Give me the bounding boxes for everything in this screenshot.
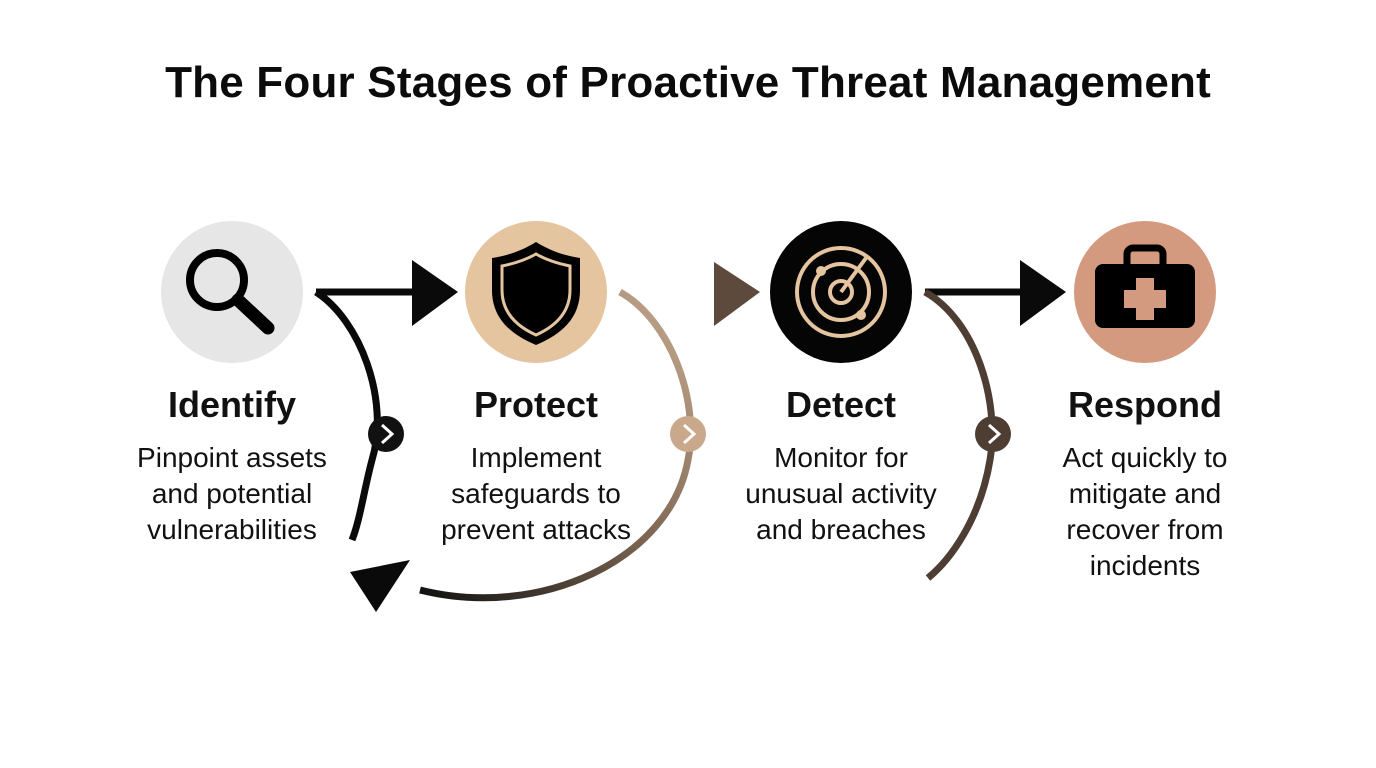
magnifying-glass-icon bbox=[186, 249, 275, 335]
stage-description: Pinpoint assets and potential vulnerabil… bbox=[137, 442, 327, 545]
page-title: The Four Stages of Proactive Threat Mana… bbox=[165, 58, 1211, 107]
arrow-detect-to-respond bbox=[923, 260, 1066, 581]
chevron-right-icon bbox=[975, 416, 1011, 452]
stage-name: Protect bbox=[473, 384, 599, 425]
stage-protect: Protect Implement safeguards to prevent … bbox=[406, 384, 666, 548]
protect-icon-circle bbox=[465, 221, 607, 363]
arrow-protect-to-detect bbox=[350, 262, 760, 612]
radar-icon bbox=[795, 246, 887, 338]
chevron-right-icon bbox=[670, 416, 706, 452]
stage-name: Detect bbox=[785, 384, 897, 425]
stage-detect: Detect Monitor for unusual activity and … bbox=[711, 384, 971, 548]
stage-identify: Identify Pinpoint assets and potential v… bbox=[102, 384, 362, 548]
stage-respond: Respond Act quickly to mitigate and reco… bbox=[1015, 384, 1275, 584]
arrow-identify-to-protect bbox=[314, 260, 458, 542]
shield-icon bbox=[492, 242, 580, 345]
first-aid-kit-icon bbox=[1095, 244, 1195, 328]
stage-name: Identify bbox=[167, 384, 296, 425]
stage-description: Act quickly to mitigate and recover from… bbox=[1062, 442, 1228, 581]
stage-description: Implement safeguards to prevent attacks bbox=[441, 442, 631, 545]
stage-description: Monitor for unusual activity and breache… bbox=[745, 442, 937, 545]
respond-icon-circle bbox=[1074, 221, 1216, 363]
chevron-right-icon bbox=[368, 416, 404, 452]
detect-icon-circle bbox=[770, 221, 912, 363]
stage-name: Respond bbox=[1067, 384, 1222, 425]
identify-icon-circle bbox=[161, 221, 303, 363]
